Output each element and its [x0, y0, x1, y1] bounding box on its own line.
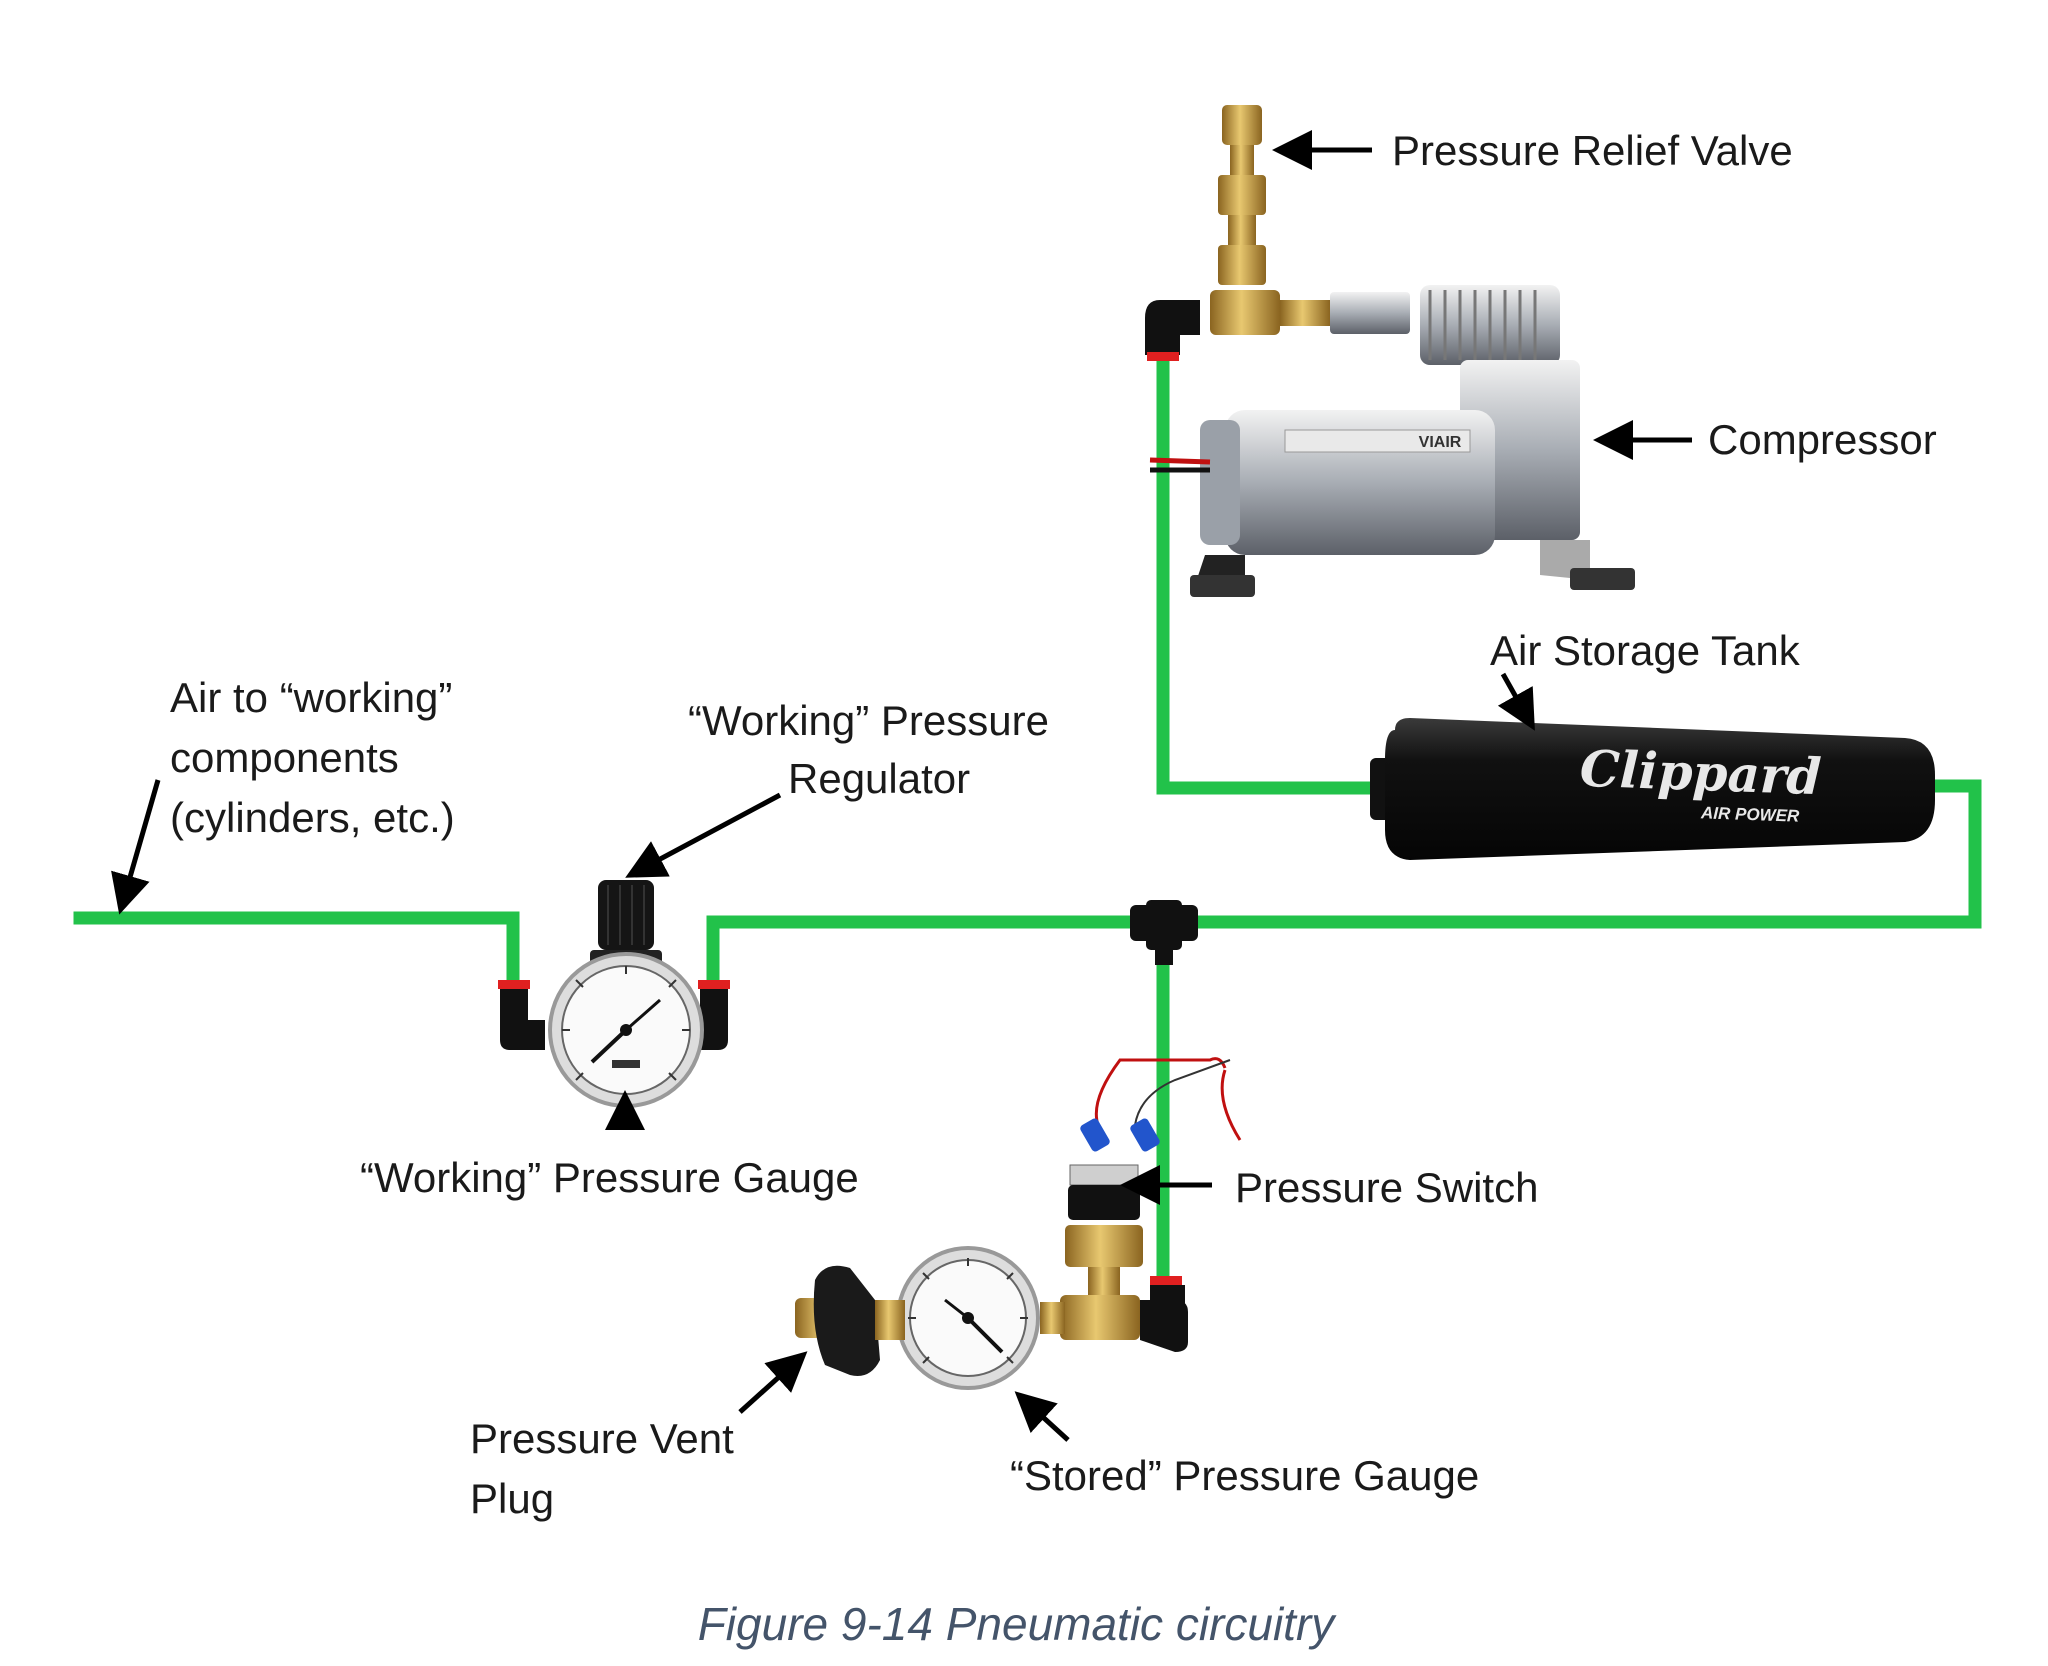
stored-gauge-ticks: [908, 1258, 1028, 1364]
stored-pressure-assembly: [795, 1057, 1242, 1390]
storage-tank-label: Air Storage Tank: [1490, 627, 1801, 674]
air-to-working-label-line2: components: [170, 734, 399, 781]
vent-plug-arrow: [738, 1351, 808, 1414]
pressure-switch-label: Pressure Switch: [1235, 1164, 1538, 1211]
storage-tank-arrow: [1497, 672, 1535, 731]
labels: Pressure Relief Valve Compressor Air Sto…: [170, 127, 1937, 1522]
working-regulator-label-line1: “Working” Pressure: [688, 697, 1049, 744]
relief-valve-label: Pressure Relief Valve: [1392, 127, 1793, 174]
tee-fitting: [1130, 900, 1198, 965]
working-regulator-assembly: [498, 880, 730, 1108]
working-gauge-needle: [590, 1028, 628, 1064]
label-arrows: [111, 130, 1692, 1442]
main-supply-line: [706, 779, 1982, 992]
compressor-assembly: VIAIR: [1145, 105, 1635, 597]
air-lines: [73, 358, 1982, 1287]
stored-gauge-label: “Stored” Pressure Gauge: [1010, 1452, 1479, 1499]
compressor-label: Compressor: [1708, 416, 1937, 463]
tank-brand-tagline: AIR POWER: [1700, 803, 1801, 825]
stored-gauge-needle: [966, 1316, 1004, 1354]
air-to-working-arrow: [111, 779, 161, 915]
pressure-relief-valve-part: [1218, 105, 1266, 285]
working-air-line: [73, 911, 520, 992]
tank-brand-name: Clippard: [1579, 739, 1822, 806]
compressor-brand-text: VIAIR: [1419, 434, 1462, 451]
regulator-arrow: [625, 792, 782, 878]
vent-plug-label-line2: Plug: [470, 1475, 554, 1522]
stored-gauge-arrow: [1014, 1391, 1070, 1442]
air-storage-tank-part: Clippard AIR POWER: [1370, 718, 1935, 860]
air-to-working-label-line3: (cylinders, etc.): [170, 794, 455, 841]
air-to-working-label-line1: Air to “working”: [170, 674, 452, 721]
working-gauge-ticks: [562, 966, 690, 1081]
compressor-to-tank-line: [1156, 358, 1377, 795]
working-gauge-label: “Working” Pressure Gauge: [360, 1154, 859, 1201]
vent-plug-label-line1: Pressure Vent: [470, 1415, 734, 1462]
figure-caption: Figure 9-14 Pneumatic circuitry: [698, 1598, 1338, 1650]
working-regulator-label-line2: Regulator: [788, 755, 970, 802]
